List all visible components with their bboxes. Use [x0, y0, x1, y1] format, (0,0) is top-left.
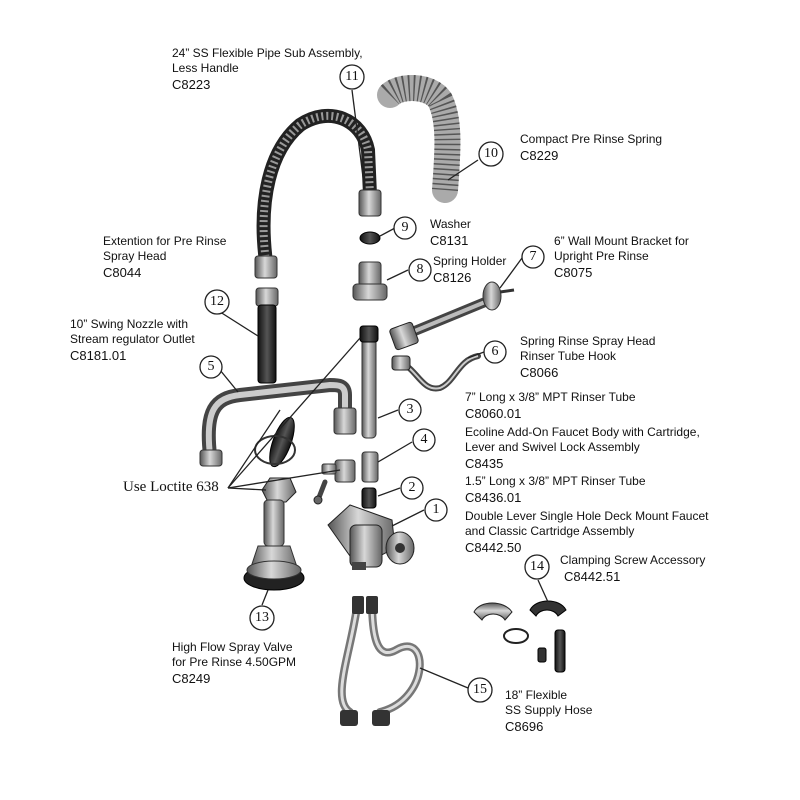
label-line: Lever and Swivel Lock Assembly	[465, 440, 640, 454]
supply-hose-part	[337, 596, 424, 726]
label-line: Double Lever Single Hole Deck Mount Fauc…	[465, 509, 709, 523]
callout-11: 11	[345, 69, 359, 84]
label-line: Extention for Pre Rinse	[103, 234, 227, 248]
label-line: 10” Swing Nozzle with	[70, 317, 189, 331]
spring-part	[377, 75, 461, 203]
label-line: Washer	[430, 217, 471, 231]
part-code: C8249	[172, 671, 211, 686]
part-code: C8442.50	[465, 540, 522, 555]
spray-valve-part	[243, 435, 305, 591]
callout-10: 10	[484, 146, 498, 161]
label-part-8: Spring Holder C8126	[433, 254, 506, 285]
label-line: Compact Pre Rinse Spring	[520, 132, 663, 146]
part-code: C8436.01	[465, 490, 522, 505]
label-part-1: Double Lever Single Hole Deck Mount Fauc…	[465, 509, 708, 555]
wall-bracket-part	[389, 281, 515, 351]
extension-part	[255, 287, 279, 384]
faucet-body-part	[327, 504, 415, 570]
label-part-5: 10” Swing Nozzle with Stream regulator O…	[70, 317, 195, 363]
label-part-3: 7” Long x 3/8” MPT Rinser Tube C8060.01	[465, 390, 636, 421]
label-line: 24” SS Flexible Pipe Sub Assembly,	[172, 46, 363, 60]
label-line: for Pre Rinse 4.50GPM	[172, 655, 297, 669]
label-line: Spring Holder	[433, 254, 507, 268]
label-line: Clamping Screw Accessory	[560, 553, 706, 567]
label-line: 6” Wall Mount Bracket for	[554, 234, 689, 248]
label-part-15: 18” Flexible SS Supply Hose C8696	[505, 688, 592, 734]
part-code: C8044	[103, 265, 142, 280]
callout-circles	[199, 64, 550, 703]
tube-hook-part	[391, 353, 481, 392]
part-code: C8229	[520, 148, 559, 163]
part-code: C8223	[172, 77, 211, 92]
callout-1: 1	[432, 502, 440, 517]
short-tube-part	[361, 487, 377, 509]
rinser-tube-part	[359, 325, 379, 439]
label-line: 18” Flexible	[505, 688, 568, 702]
callout-5: 5	[207, 359, 215, 374]
callout-6: 6	[491, 344, 499, 359]
add-on-faucet-body-part	[269, 416, 379, 505]
part-code: C8060.01	[465, 406, 522, 421]
part-code: C8066	[520, 365, 559, 380]
label-line: Upright Pre Rinse	[554, 249, 649, 263]
label-line: 1.5” Long x 3/8” MPT Rinser Tube	[465, 474, 646, 488]
part-code: C8131	[430, 233, 469, 248]
leader-lines	[205, 89, 549, 689]
callout-9: 9	[401, 220, 409, 235]
callout-8: 8	[416, 262, 424, 277]
label-line: Less Handle	[172, 61, 239, 75]
label-part-13: High Flow Spray Valve for Pre Rinse 4.50…	[172, 640, 296, 686]
label-line: 7” Long x 3/8” MPT Rinser Tube	[465, 390, 636, 404]
swing-nozzle-part	[199, 377, 357, 467]
part-code: C8696	[505, 719, 544, 734]
part-code: C8435	[465, 456, 504, 471]
callout-3: 3	[406, 402, 414, 417]
label-line: Stream regulator Outlet	[70, 332, 195, 346]
label-line: SS Supply Hose	[505, 703, 593, 717]
label-part-7: 6” Wall Mount Bracket for Upright Pre Ri…	[554, 234, 689, 280]
label-part-11: 24” SS Flexible Pipe Sub Assembly, Less …	[172, 46, 363, 92]
label-part-2: 1.5” Long x 3/8” MPT Rinser Tube C8436.0…	[465, 474, 646, 505]
label-part-12: Extention for Pre Rinse Spray Head C8044	[103, 234, 226, 280]
callout-2: 2	[408, 480, 416, 495]
callout-7: 7	[529, 249, 537, 264]
part-code: C8075	[554, 265, 593, 280]
callout-12: 12	[210, 294, 224, 309]
callout-15: 15	[473, 682, 487, 697]
washer-part	[359, 231, 381, 245]
label-line: Spray Head	[103, 249, 167, 263]
label-part-9: Washer C8131	[430, 217, 471, 248]
spring-holder-part	[352, 261, 388, 301]
label-line: High Flow Spray Valve	[172, 640, 293, 654]
label-line: and Classic Cartridge Assembly	[465, 524, 635, 538]
label-line: Rinser Tube Hook	[520, 349, 617, 363]
label-line: Spring Rinse Spray Head	[520, 334, 656, 348]
clamping-accessory-part	[473, 600, 567, 673]
part-code: C8126	[433, 270, 472, 285]
label-part-4: Ecoline Add-On Faucet Body with Cartridg…	[465, 425, 700, 471]
loctite-note: Use Loctite 638	[123, 479, 219, 495]
callout-13: 13	[255, 610, 269, 625]
callout-4: 4	[420, 432, 428, 447]
label-part-14: Clamping Screw Accessory C8442.51	[560, 553, 705, 584]
label-part-6: Spring Rinse Spray Head Rinser Tube Hook…	[520, 334, 655, 380]
part-code: C8181.01	[70, 348, 127, 363]
label-line: Ecoline Add-On Faucet Body with Cartridg…	[465, 425, 700, 439]
label-part-10: Compact Pre Rinse Spring C8229	[520, 132, 662, 163]
flexible-pipe-part	[254, 109, 382, 279]
part-code: C8442.51	[564, 569, 621, 584]
callout-14: 14	[530, 559, 544, 574]
